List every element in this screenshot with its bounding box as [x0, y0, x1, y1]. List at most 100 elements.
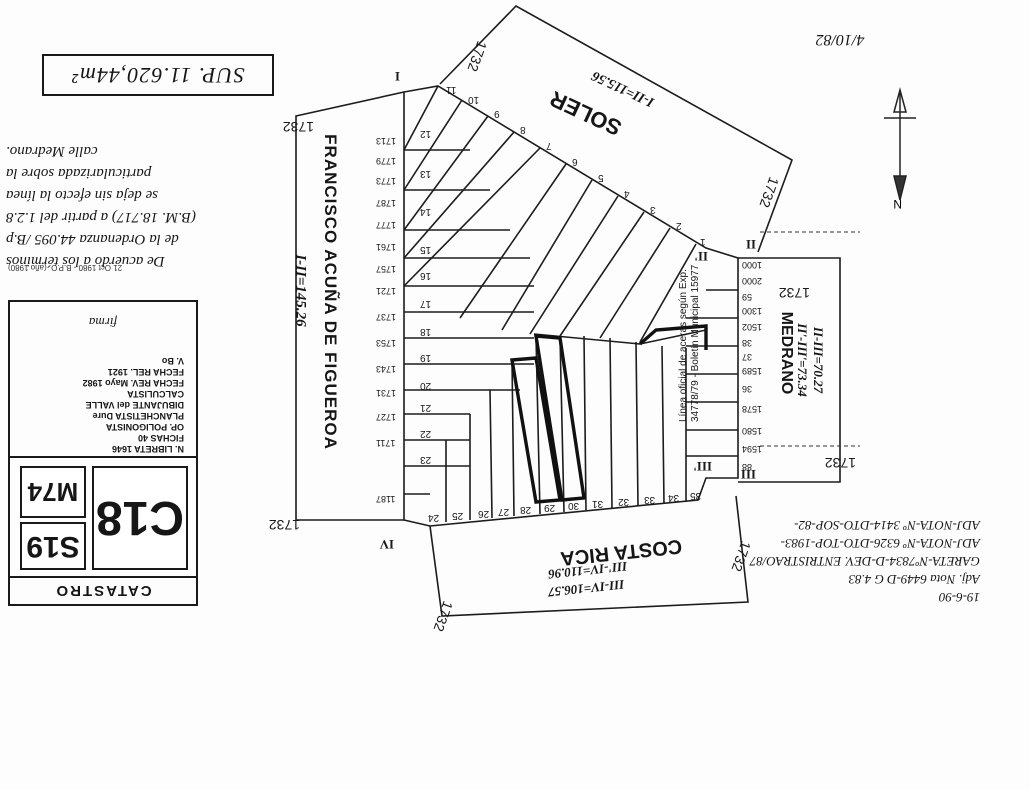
lot-number: 21 [420, 402, 432, 413]
note-line: (B.M. 18.717) a partir del 1.2.8 [6, 209, 196, 225]
costarica-street-edge [429, 495, 749, 617]
field-dibujante: DIBUJANTE del VALLE [85, 400, 184, 410]
adj-note-line: GARETA-Nº7834-D-DEV. ENTRISTRAO/87 [749, 554, 980, 569]
field-fichas: FICHAS 40 [137, 433, 184, 443]
parcel-code-left: 1727 [376, 412, 397, 422]
note-line: se deja sin efecto la línea [6, 187, 159, 203]
field-fecha-rel: FECHA REL. 1921 [107, 367, 184, 377]
block-code-medrano-c: 1732 [825, 455, 856, 471]
svg-text:N: N [893, 197, 902, 211]
area-label: SUP. 11.620,44m² [71, 63, 245, 88]
field-planchetista: PLANCHETISTA Dure [92, 411, 184, 421]
lot-number: 8 [520, 124, 526, 135]
block-code-medrano: 1732 [756, 175, 782, 210]
field-libreta: N. LIBRETA 1646 [111, 444, 184, 454]
lot-number: 17 [420, 298, 432, 309]
parcel-code-right: 1000 [742, 260, 763, 270]
lot-number: 12 [420, 128, 432, 139]
adj-note-line: Adj. Nota 6449-D G 4.83 [848, 572, 980, 587]
parcel-code-left: 1761 [376, 242, 397, 252]
parcel-code-left: 1773 [376, 176, 397, 186]
lot-number: 9 [494, 108, 500, 119]
medrano-distance: II-III=70.27 II'-III'=73.34 [794, 290, 826, 430]
lot-number: 10 [468, 94, 480, 105]
parcel-code-right: 1502 [742, 322, 763, 332]
lot-number: 22 [420, 428, 432, 439]
lot-number: 4 [624, 188, 630, 199]
parcel-code-left: 1187 [376, 494, 396, 504]
field-calculista: CALCULISTA [127, 389, 184, 399]
parcel-code-right: 88 [742, 462, 753, 472]
title-fields: N. LIBRETA 1646 FICHAS 40 OP. POLIGONIST… [10, 342, 196, 454]
field-vb: V. Bo [161, 356, 184, 366]
area-box: SUP. 11.620,44m² [42, 54, 274, 96]
catastro-label: CATASTRO [10, 576, 196, 604]
medrano-street-edge [738, 257, 841, 483]
parcel-code-right: 36 [742, 384, 753, 394]
parcel-code-right: 1589 [742, 366, 763, 376]
manzana-code: M74 [20, 466, 86, 518]
parcel-code-left: 1737 [376, 312, 397, 322]
circunscripcion-code: C18 [92, 466, 188, 570]
lot-number: 16 [420, 270, 432, 281]
code-area: S19 M74 C18 [10, 456, 196, 578]
lot-number: 32 [618, 496, 630, 507]
lot-number: 23 [420, 454, 432, 465]
parcel-code-left: 1743 [376, 364, 397, 374]
lot-number: 11 [446, 84, 457, 95]
lot-number: 29 [544, 502, 556, 513]
north-arrow-icon [884, 87, 916, 201]
adj-note-line: 19-6-90 [938, 590, 980, 605]
parcel-code-left: 1713 [376, 136, 397, 146]
lot-number: 31 [592, 498, 604, 509]
lot-number: 30 [568, 500, 580, 511]
vertex-I: I [395, 69, 400, 84]
parcel-code-right: 2000 [742, 276, 763, 286]
stamp-text: 21 Oct 1980 - B.P.O. (año 1980) [8, 263, 123, 272]
parcel-code-right: 1300 [742, 306, 763, 316]
parcel-code-right: 1594 [742, 444, 763, 454]
lot-number: 28 [520, 504, 532, 515]
parcel-code-left: 1753 [376, 338, 397, 348]
parcel-code-left: 1777 [376, 220, 397, 230]
section-code: S19 [20, 522, 86, 570]
parcel-code-left: 1757 [376, 264, 397, 274]
figueroa-street-edge [295, 91, 405, 521]
field-fecha-rev: FECHA REV. Mayo 1982 [82, 378, 184, 388]
lot-number: 6 [572, 156, 578, 167]
lot-number: 14 [420, 206, 432, 217]
lot-number: 18 [420, 326, 432, 337]
adj-note-line: ADJ-NOTA-Nº 6326-DTO-TOP-1983- [780, 536, 980, 551]
block-code-soler: 1732 [464, 39, 490, 74]
vertex-III: III [741, 467, 756, 482]
note-line: de la Ordenanza 44.095 /B.p [6, 231, 179, 247]
block-code-figueroa: 1732 [283, 119, 314, 135]
parcel-code-right: 37 [742, 352, 753, 362]
medrano-distance-1: II-III=70.27 [811, 326, 826, 394]
vertex-II-prime: II' [694, 249, 708, 264]
vertex-II: II [746, 237, 756, 252]
title-signature: firma [88, 315, 118, 330]
lot-number: 33 [644, 494, 656, 505]
lot-number: 34 [668, 492, 680, 503]
block-code-medrano-b: 1732 [779, 285, 810, 301]
lot-number: 19 [420, 352, 432, 363]
block-code-corner: 1732 [269, 517, 300, 533]
adj-note-line: ADJ-NOTA-Nº 3414-DTO-SOP-82- [794, 518, 980, 533]
field-poligonista: OP. POLIGONISTA [105, 422, 184, 432]
street-label-figueroa: FRANCISCO ACUÑA DE FIGUEROA [321, 134, 340, 450]
parcel-code-right: 38 [742, 338, 753, 348]
block-outline [403, 85, 739, 527]
lot-number: 15 [420, 244, 432, 255]
lot-number: 13 [420, 168, 432, 179]
vertex-IV: IV [379, 537, 394, 552]
lot-number: 3 [650, 204, 656, 215]
vertex-III-prime: III' [693, 459, 712, 474]
highlighted-lot-line [638, 324, 708, 350]
parcel-code-right: 1578 [742, 404, 763, 414]
parcel-code-left: 1731 [376, 388, 397, 398]
lot-number: 1 [700, 236, 706, 247]
top-right-signature: 4/10/82 [815, 31, 865, 48]
